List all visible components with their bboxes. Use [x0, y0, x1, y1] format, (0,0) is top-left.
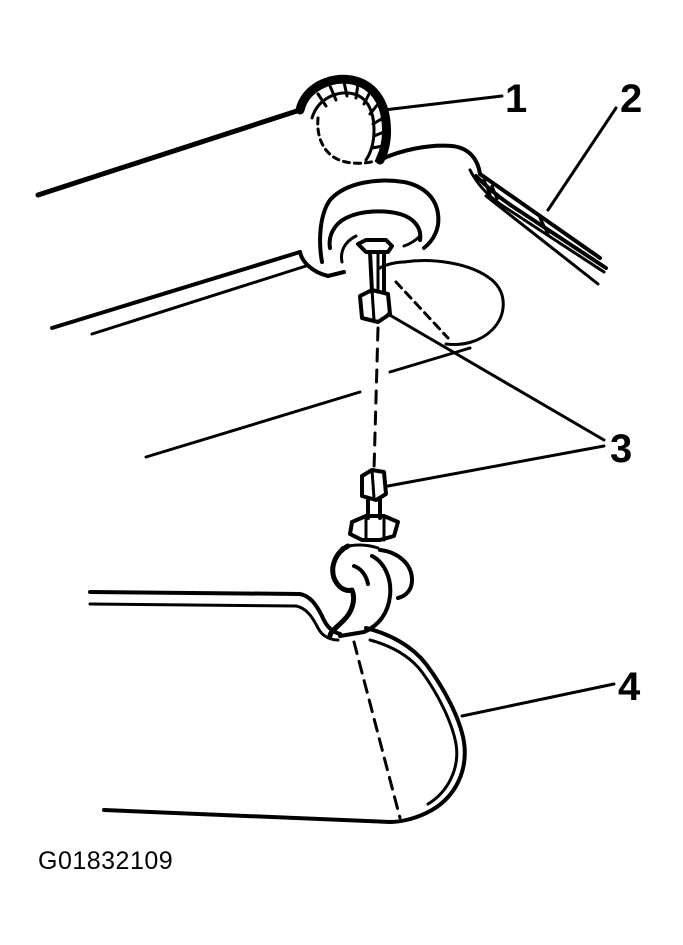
sunshade-retainer	[298, 178, 505, 346]
upper-fastener	[356, 238, 394, 324]
leader-lines	[382, 94, 618, 718]
callout-1: 1	[505, 77, 527, 121]
callout-4: 4	[618, 665, 641, 709]
callout-2: 2	[620, 77, 642, 121]
trim-seal-strip	[474, 174, 608, 286]
visor-pivot-hook	[327, 543, 414, 639]
coil-hatching	[316, 80, 386, 150]
callout-3: 3	[610, 427, 632, 471]
lower-fastener	[348, 468, 400, 542]
sunshade-visor	[88, 590, 467, 824]
figure-code: G01832109	[38, 847, 174, 875]
upper-panel	[35, 74, 608, 459]
